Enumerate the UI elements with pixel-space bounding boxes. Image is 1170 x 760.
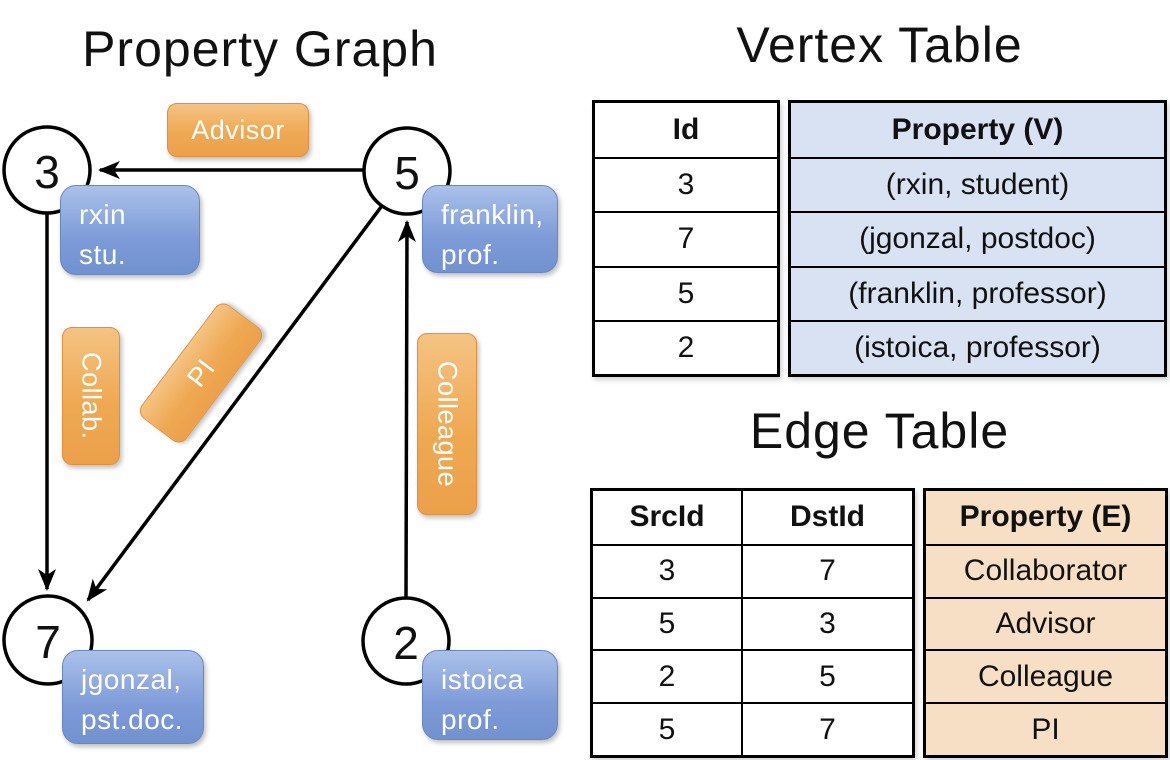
vertex-row-id: 3 bbox=[595, 157, 777, 212]
edge-row-srcid: 3 bbox=[593, 543, 741, 597]
vertex-row-property: (rxin, student) bbox=[791, 157, 1164, 212]
node-card-rxin-line1: rxin bbox=[79, 199, 127, 230]
edge-row-srcid: 5 bbox=[593, 702, 741, 755]
node-id-3: 3 bbox=[34, 146, 60, 198]
node-card-jgonzal-line2: pst.doc. bbox=[81, 704, 184, 735]
node-id-5: 5 bbox=[394, 147, 420, 199]
edge-header-srcid: SrcId bbox=[593, 491, 741, 544]
node-card-franklin: franklin, prof. bbox=[422, 185, 558, 273]
edge-row-srcid: 2 bbox=[593, 649, 741, 703]
edge-label-collab-text: Collab. bbox=[76, 352, 107, 440]
property-graph-title: Property Graph bbox=[82, 21, 438, 77]
vertex-row-property: (franklin, professor) bbox=[791, 265, 1164, 320]
vertex-header-property: Property (V) bbox=[791, 103, 1164, 158]
node-card-istoica-line1: istoica bbox=[441, 664, 524, 695]
edge-row-property: PI bbox=[926, 702, 1165, 755]
edge-row-dstid: 5 bbox=[741, 649, 912, 703]
edge-label-pi-text: PI bbox=[180, 353, 221, 393]
edge-5-to-7 bbox=[86, 205, 383, 602]
edge-row-srcid: 5 bbox=[593, 596, 741, 650]
vertex-row-id: 7 bbox=[595, 211, 777, 266]
vertex-table-property-column: Property (V) (rxin, student) (jgonzal, p… bbox=[788, 100, 1167, 377]
node-card-franklin-line1: franklin, bbox=[441, 199, 544, 230]
edge-label-collab: Collab. bbox=[62, 327, 120, 465]
node-card-rxin-line2: stu. bbox=[79, 239, 127, 270]
edge-table-title: Edge Table bbox=[749, 403, 1010, 459]
node-card-franklin-line2: prof. bbox=[441, 239, 500, 270]
edge-label-colleague-text: Colleague bbox=[432, 360, 463, 488]
edge-header-dstid: DstId bbox=[741, 491, 912, 544]
edge-label-advisor-text: Advisor bbox=[191, 114, 285, 145]
node-card-jgonzal: jgonzal, pst.doc. bbox=[62, 650, 204, 744]
edge-row-dstid: 3 bbox=[741, 596, 912, 650]
node-id-2: 2 bbox=[393, 617, 419, 669]
edge-row-property: Advisor bbox=[926, 596, 1165, 650]
vertex-table-id-column: Id 3 7 5 2 bbox=[592, 100, 780, 377]
node-card-istoica: istoica prof. bbox=[422, 650, 558, 740]
node-card-rxin: rxin stu. bbox=[60, 185, 200, 275]
edge-row-property: Collaborator bbox=[926, 543, 1165, 597]
edge-table-property-column: Property (E) Collaborator Advisor Collea… bbox=[923, 488, 1168, 758]
node-card-jgonzal-line1: jgonzal, bbox=[81, 664, 182, 695]
vertex-row-property: (jgonzal, postdoc) bbox=[791, 211, 1164, 266]
edge-table-id-columns: SrcId DstId 3 7 5 3 2 5 5 7 bbox=[590, 488, 915, 758]
node-id-7: 7 bbox=[35, 616, 61, 668]
edge-row-dstid: 7 bbox=[741, 702, 912, 755]
vertex-row-id: 2 bbox=[595, 319, 777, 374]
edge-header-property: Property (E) bbox=[926, 491, 1165, 544]
vertex-row-property: (istoica, professor) bbox=[791, 319, 1164, 374]
node-card-istoica-line2: prof. bbox=[441, 704, 500, 735]
vertex-row-id: 5 bbox=[595, 265, 777, 320]
vertex-header-id: Id bbox=[595, 103, 777, 158]
edge-label-advisor: Advisor bbox=[167, 103, 309, 157]
edge-2-to-5 bbox=[397, 220, 416, 599]
vertex-table-title: Vertex Table bbox=[736, 17, 1023, 73]
edge-row-property: Colleague bbox=[926, 649, 1165, 703]
edge-row-dstid: 7 bbox=[741, 543, 912, 597]
edge-label-colleague: Colleague bbox=[417, 333, 477, 515]
